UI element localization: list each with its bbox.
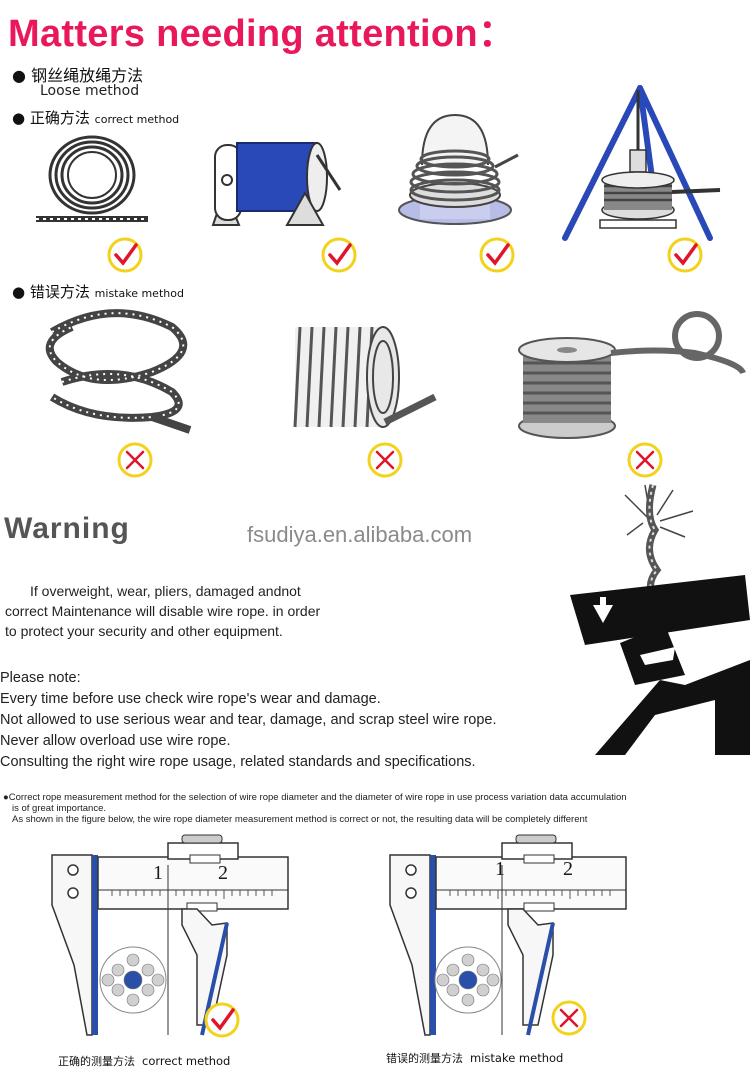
mistake-cross-icon xyxy=(117,442,153,478)
caliper-mistake-illustration xyxy=(389,834,627,1036)
bullet-icon: ● xyxy=(12,109,26,127)
note-item: Not allowed to use serious wear and tear… xyxy=(0,712,497,728)
scale-number-1: 1 xyxy=(495,858,505,880)
website-watermark: fsudiya.en.alibaba.com xyxy=(247,522,473,547)
reel-with-loop-illustration xyxy=(518,311,746,439)
scale-number-2: 2 xyxy=(218,862,228,884)
scale-number-2: 2 xyxy=(563,858,573,880)
correct-check-icon xyxy=(479,237,515,273)
loose-method-heading: ● 钢丝绳放绳方法 xyxy=(12,66,144,85)
bullet-icon: ● xyxy=(12,283,26,301)
mistake-method-heading: ● 错误方法 mistake method xyxy=(12,283,184,301)
mistake-cross-icon xyxy=(551,1000,587,1036)
correct-measurement-caption: 正确的测量方法 correct method xyxy=(58,1054,231,1068)
correct-method-heading: ● 正确方法 correct method xyxy=(12,109,180,127)
mistake-cross-icon xyxy=(627,442,663,478)
scale-number-1: 1 xyxy=(153,862,163,884)
rope-on-turntable-illustration xyxy=(398,113,519,225)
page-title: Matters needing attention： xyxy=(8,13,517,55)
note-item: Never allow overload use wire rope. xyxy=(0,733,231,749)
tangled-rope-illustration xyxy=(45,309,192,434)
warning-line-1: If overweight, wear, pliers, damaged and… xyxy=(30,583,301,599)
warning-heading: Warning xyxy=(4,512,130,545)
loose-method-subtitle: Loose method xyxy=(40,83,140,99)
please-note-heading: Please note: xyxy=(0,670,81,686)
mistake-cross-icon xyxy=(367,442,403,478)
correct-check-icon xyxy=(107,237,143,273)
note-item: Consulting the right wire rope usage, re… xyxy=(0,754,476,770)
warning-line-3: to protect your security and other equip… xyxy=(5,623,283,639)
spool-on-stand-illustration xyxy=(211,142,342,226)
please-note-block: Please note: Every time before use check… xyxy=(0,668,497,773)
correct-check-icon xyxy=(321,237,357,273)
falling-load-warning-illustration xyxy=(570,484,750,755)
correct-check-icon xyxy=(667,237,703,273)
warning-line-2: correct Maintenance will disable wire ro… xyxy=(5,603,321,619)
mistake-measurement-caption: 错误的测量方法 mistake method xyxy=(386,1051,564,1065)
measurement-intro: ●Correct rope measurement method for the… xyxy=(3,792,627,825)
bullet-icon: ● xyxy=(12,66,26,85)
correct-check-icon xyxy=(204,1002,240,1038)
note-item: Every time before use check wire rope's … xyxy=(0,691,381,707)
tripod-hoist-illustration xyxy=(562,85,721,241)
bullet-icon: ● xyxy=(3,792,9,803)
rope-coil-side-illustration xyxy=(293,326,437,428)
caliper-correct-illustration xyxy=(51,834,289,1036)
rope-coil-illustration xyxy=(36,135,148,222)
